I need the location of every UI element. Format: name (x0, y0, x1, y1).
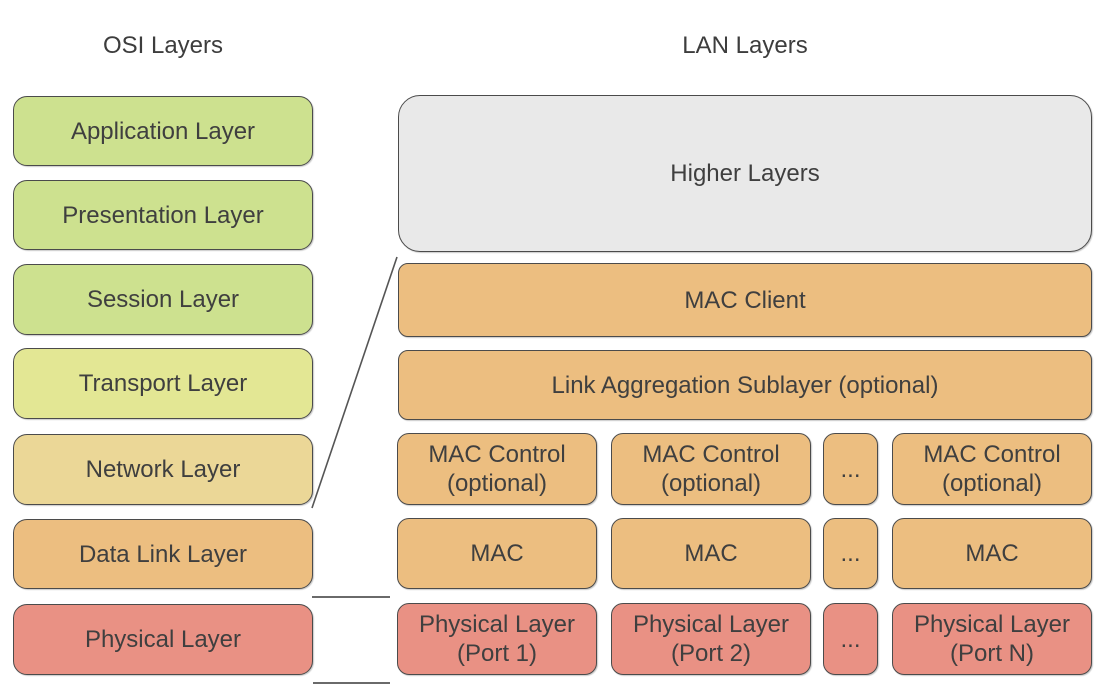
osi-box-presentation: Presentation Layer (13, 180, 313, 250)
mac-control-sublabel: (optional) (941, 470, 1043, 497)
physical-port-label: Physical Layer (632, 611, 790, 638)
lan-layers-title: LAN Layers (682, 32, 808, 59)
ellipsis-box-mac: ... (823, 518, 878, 589)
mac-control-box-1: MAC Control (optional) (397, 433, 597, 505)
ellipsis-box-physical: ... (823, 603, 878, 675)
mac-control-box-n: MAC Control (optional) (892, 433, 1092, 505)
physical-port-label: Physical Layer (913, 611, 1071, 638)
connector-diagonal-line (311, 256, 398, 509)
osi-layers-title: OSI Layers (102, 32, 224, 59)
physical-port-box-1: Physical Layer (Port 1) (397, 603, 597, 675)
physical-port-sublabel: (Port N) (950, 640, 1034, 667)
mac-control-label: MAC Control (923, 441, 1061, 468)
mac-control-box-2: MAC Control (optional) (611, 433, 811, 505)
osi-box-data-link: Data Link Layer (13, 519, 313, 589)
osi-box-session: Session Layer (13, 264, 313, 335)
osi-box-transport: Transport Layer (13, 348, 313, 419)
lan-box-mac-client: MAC Client (398, 263, 1092, 337)
mac-box-n: MAC (892, 518, 1092, 589)
physical-port-box-2: Physical Layer (Port 2) (611, 603, 811, 675)
lan-box-higher-layers: Higher Layers (398, 95, 1092, 252)
physical-port-sublabel: (Port 1) (456, 640, 537, 667)
physical-port-sublabel: (Port 2) (670, 640, 751, 667)
mac-control-label: MAC Control (428, 441, 566, 468)
physical-port-label: Physical Layer (418, 611, 576, 638)
ellipsis-box-mac-control: ... (823, 433, 878, 505)
osi-box-physical: Physical Layer (13, 604, 313, 675)
lan-box-link-aggregation: Link Aggregation Sublayer (optional) (398, 350, 1092, 420)
osi-box-application: Application Layer (13, 96, 313, 166)
mac-box-1: MAC (397, 518, 597, 589)
mac-box-2: MAC (611, 518, 811, 589)
osi-box-network: Network Layer (13, 434, 313, 505)
mac-control-label: MAC Control (642, 441, 780, 468)
mac-control-sublabel: (optional) (660, 470, 762, 497)
physical-port-box-n: Physical Layer (Port N) (892, 603, 1092, 675)
mac-control-sublabel: (optional) (446, 470, 548, 497)
